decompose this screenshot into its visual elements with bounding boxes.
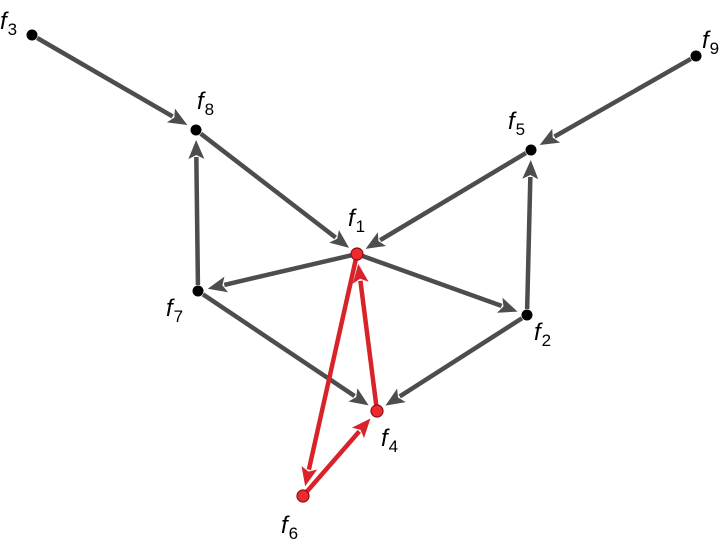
arrowhead [352,263,369,284]
arrowhead [539,128,561,146]
node-f4 [370,404,384,418]
node-label-f5: f5 [508,108,525,139]
edge-f8-to-f1 [199,131,350,248]
arrowhead [522,160,539,180]
labels-layer: f1 f2 f3 f4 f5 f6 f7 f8 f9 [0,8,719,543]
edge-line [361,253,503,308]
edge-line [398,316,524,399]
edge-line [36,36,174,119]
edge-f3-to-f8 [36,36,188,125]
node-f2 [521,309,533,321]
node-label-f8: f8 [197,88,214,119]
edge-f7-to-f8 [188,140,205,286]
node-label-f4: f4 [381,425,398,456]
edge-f5-to-f1 [365,151,528,249]
edge-line [201,292,356,398]
arrowhead [166,108,188,125]
edges-layer [36,36,692,493]
edge-line [379,151,528,243]
edge-line [358,280,379,406]
edge-f1-to-f7 [207,253,352,293]
edge-f6-to-f4 [305,418,371,493]
arrowhead [348,388,369,406]
edge-line [223,253,352,288]
edge-f1-to-f6 [301,259,358,487]
node-f5 [525,144,537,156]
node-f1 [350,247,364,261]
node-label-f6: f6 [281,512,298,543]
arrowhead [385,388,406,406]
arrowhead [301,465,318,487]
arrowhead [365,232,386,249]
arrowhead [497,297,518,313]
node-f9 [690,50,702,62]
edge-line [553,57,692,139]
arrowhead [329,229,350,248]
edge-f9-to-f5 [539,57,692,146]
edge-line [305,429,361,493]
edge-line [524,176,533,310]
edge-f2-to-f5 [522,160,539,310]
node-label-f2: f2 [534,319,551,350]
node-label-f1: f1 [348,205,365,236]
nodes-layer [26,29,702,503]
arrowhead [188,140,205,160]
node-f3 [26,29,38,41]
edge-f2-to-f4 [385,316,524,406]
node-label-f3: f3 [0,8,17,39]
arrowhead [207,276,229,293]
node-label-f7: f7 [166,295,183,326]
node-label-f9: f9 [702,27,719,58]
node-f8 [190,124,202,136]
edge-line [306,259,358,471]
edge-f4-to-f1 [352,263,379,406]
node-f6 [296,489,310,503]
node-f7 [192,285,204,297]
edge-f1-to-f2 [361,253,518,313]
edge-line [199,131,337,240]
edge-line [194,156,201,286]
arrowhead [351,418,371,439]
